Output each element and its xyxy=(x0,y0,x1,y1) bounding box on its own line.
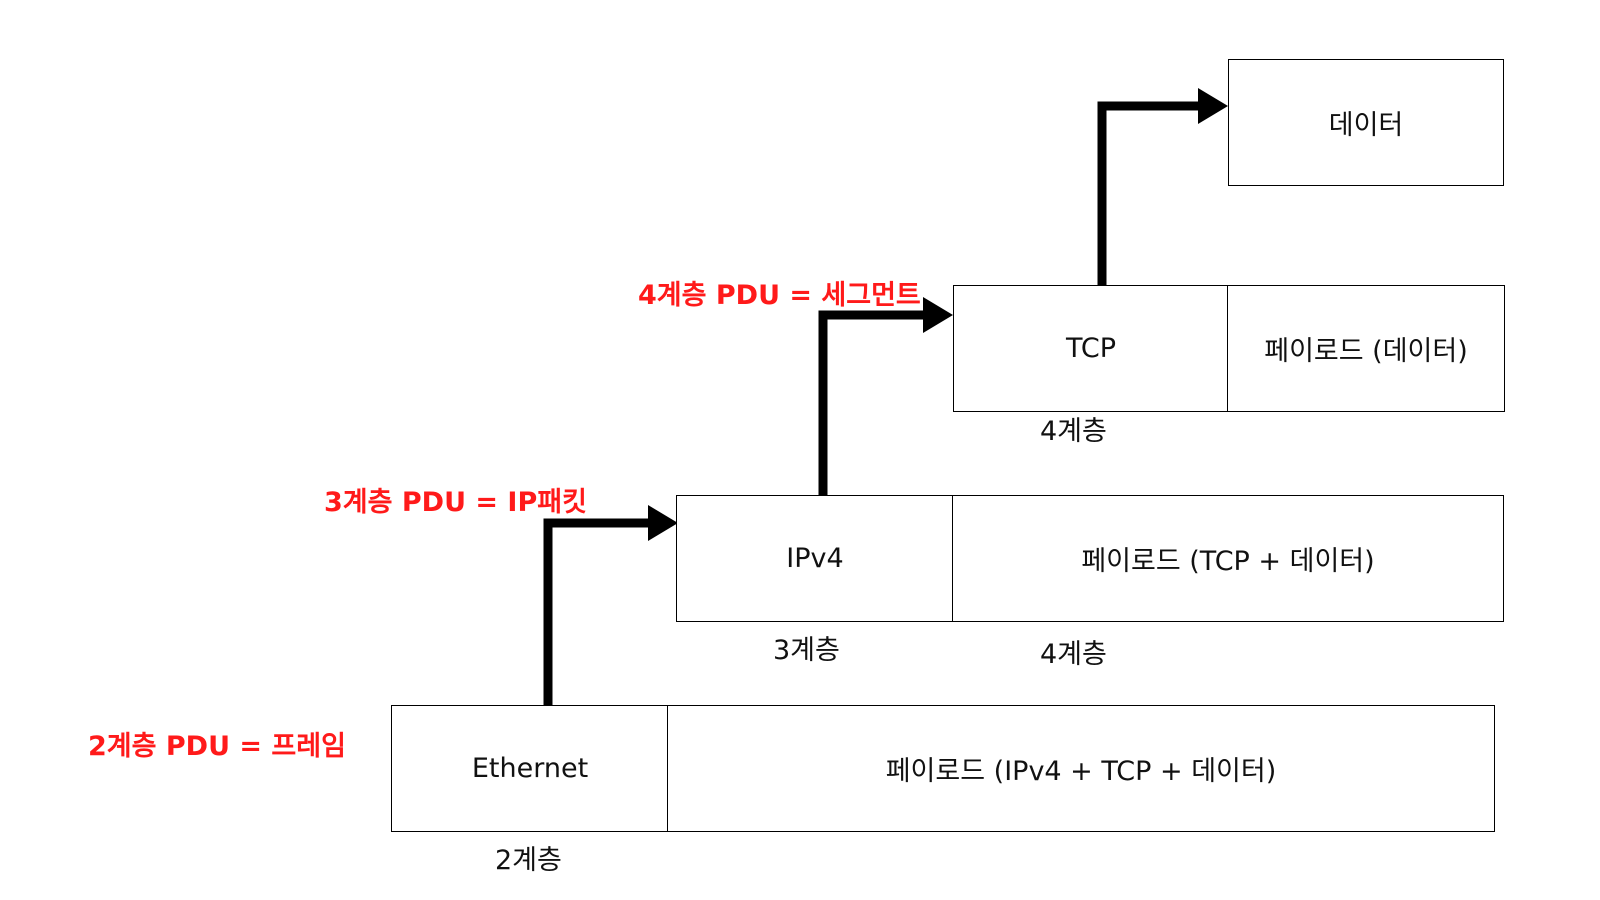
frame-payload-label: 페이로드 (IPv4 + TCP + 데이터) xyxy=(885,756,1277,787)
data-box: 데이터 xyxy=(1228,59,1504,186)
tcp-header-label: TCP xyxy=(1065,333,1117,364)
tcp-header-box: TCP xyxy=(953,285,1229,412)
ipv4-header-label: IPv4 xyxy=(786,543,844,574)
ethernet-header-label: Ethernet xyxy=(471,753,589,784)
packet-header-layer-label: 3계층 xyxy=(773,635,840,666)
arrow-packet-to-segment xyxy=(818,297,953,495)
data-label: 데이터 xyxy=(1328,110,1404,141)
ethernet-header-box: Ethernet xyxy=(391,705,669,832)
arrow-frame-to-packet xyxy=(543,505,678,705)
arrow-segment-to-data xyxy=(1097,88,1228,287)
frame-payload-box: 페이로드 (IPv4 + TCP + 데이터) xyxy=(667,705,1495,832)
packet-payload-box: 페이로드 (TCP + 데이터) xyxy=(952,495,1504,622)
frame-header-layer-label: 2계층 xyxy=(495,845,562,876)
packet-payload-label: 페이로드 (TCP + 데이터) xyxy=(1081,546,1375,577)
segment-payload-box: 페이로드 (데이터) xyxy=(1227,285,1505,412)
packet-pdu-label: 3계층 PDU = IP패킷 xyxy=(324,487,587,518)
frame-pdu-label: 2계층 PDU = 프레임 xyxy=(88,731,346,762)
ipv4-header-box: IPv4 xyxy=(676,495,954,622)
packet-payload-layer-label: 4계층 xyxy=(1040,639,1107,670)
segment-header-layer-label: 4계층 xyxy=(1040,416,1107,447)
segment-pdu-label: 4계층 PDU = 세그먼트 xyxy=(638,280,921,311)
segment-payload-label: 페이로드 (데이터) xyxy=(1264,336,1468,367)
